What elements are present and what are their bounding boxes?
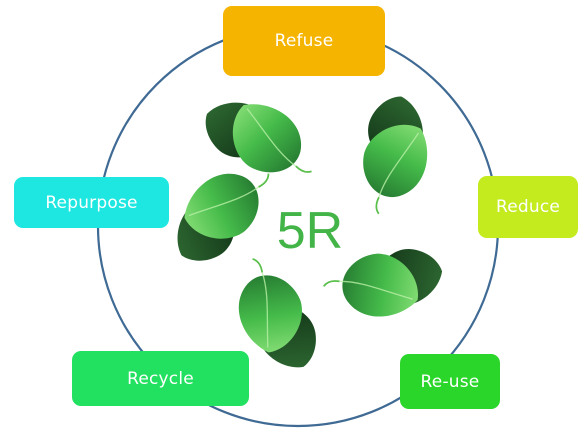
stage-refuse: Refuse bbox=[223, 6, 385, 76]
leaf-icon bbox=[169, 151, 271, 276]
leaf-icon bbox=[344, 90, 446, 215]
stage-reduce: Reduce bbox=[478, 176, 578, 238]
leaf-icon bbox=[204, 101, 313, 174]
stage-reuse: Re-use bbox=[400, 354, 500, 409]
stage-label: Repurpose bbox=[45, 192, 138, 213]
stage-label: Reduce bbox=[495, 197, 561, 217]
stage-recycle: Recycle bbox=[72, 351, 249, 406]
stage-label: Refuse bbox=[274, 31, 334, 51]
stage-label: Recycle bbox=[127, 368, 194, 389]
stage-label: Re-use bbox=[420, 371, 480, 392]
center-label: 5R bbox=[277, 202, 343, 260]
stage-repurpose: Repurpose bbox=[14, 177, 169, 228]
